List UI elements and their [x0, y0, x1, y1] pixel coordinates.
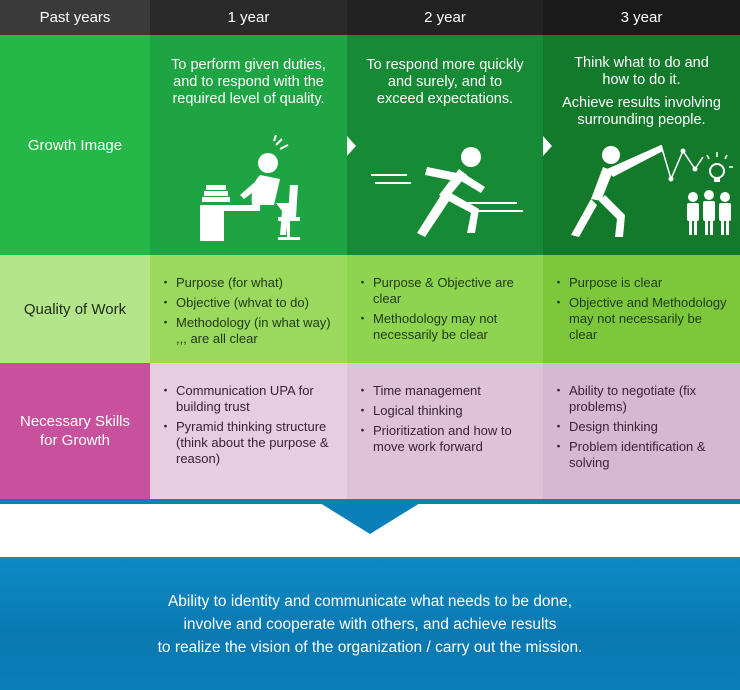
row-label-growth-image: Growth Image: [0, 35, 150, 255]
list-item: Objective (whvat to do): [159, 295, 337, 311]
down-chevron-icon: [320, 503, 420, 534]
growth-2-line-2: and surely, and to: [387, 74, 503, 90]
row-label-quality-of-work: Quality of Work: [0, 255, 150, 363]
header-3-year: 3 year: [543, 0, 740, 35]
header-2-year-label: 2 year: [424, 9, 466, 26]
growth-1-line-3: required level of quality.: [172, 91, 325, 107]
header-3-year-label: 3 year: [620, 9, 663, 26]
header-past-years: Past years: [0, 0, 150, 35]
quality-of-work-label: Quality of Work: [23, 300, 127, 318]
conclusion-line-2: involve and cooperate with others, and a…: [183, 616, 557, 633]
list-item: Methodology (in what way) ,,, are all cl…: [159, 315, 337, 347]
skills-list-2-year: Time management Logical thinking Priorit…: [356, 383, 533, 455]
list-item: Pyramid thinking structure (think about …: [159, 419, 337, 467]
growth-text-1-year: To perform given duties, and to respond …: [150, 57, 347, 108]
skills-cell-2-year: Time management Logical thinking Priorit…: [347, 363, 543, 499]
growth-3-line-3: Achieve results involving: [562, 95, 721, 111]
growth-3-line-1: Think what to do and: [574, 55, 709, 71]
list-item: Ability to negotiate (fix problems): [552, 383, 730, 415]
running-man-icon: [371, 147, 523, 237]
header-past-label: Past years: [39, 9, 111, 26]
header-2-year: 2 year: [347, 0, 543, 35]
presenter-team-icon: [571, 144, 733, 237]
list-item: Purpose (for what): [159, 275, 337, 291]
list-item: Prioritization and how to move work forw…: [356, 423, 533, 455]
growth-cell-2-year: To respond more quickly and surely, and …: [347, 35, 543, 255]
arrow-right-icon: [543, 136, 552, 156]
skills-cell-1-year: Communication UPA for building trust Pyr…: [150, 363, 347, 499]
skills-label-line-2: for Growth: [39, 432, 111, 449]
lightbulb-icon: [706, 152, 733, 182]
list-item: Purpose & Objective are clear: [356, 275, 533, 307]
list-item: Problem identification & solving: [552, 439, 730, 471]
list-item: Logical thinking: [356, 403, 533, 419]
growth-2-line-1: To respond more quickly: [366, 57, 524, 73]
desk-worker-icon: [200, 135, 300, 241]
skills-cell-3-year: Ability to negotiate (fix problems) Desi…: [543, 363, 740, 499]
list-item: Communication UPA for building trust: [159, 383, 337, 415]
skills-list-1-year: Communication UPA for building trust Pyr…: [159, 383, 337, 467]
quality-cell-1-year: Purpose (for what) Objective (whvat to d…: [150, 255, 347, 363]
list-item: Time management: [356, 383, 533, 399]
growth-1-line-1: To perform given duties,: [171, 57, 326, 73]
growth-text-2-year: To respond more quickly and surely, and …: [347, 57, 543, 108]
growth-3-line-2: how to do it.: [602, 72, 681, 88]
quality-list-3-year: Purpose is clear Objective and Methodolo…: [552, 275, 730, 343]
quality-list-2-year: Purpose & Objective are clear Methodolog…: [356, 275, 533, 343]
growth-3-line-4: surrounding people.: [577, 112, 706, 128]
quality-cell-3-year: Purpose is clear Objective and Methodolo…: [543, 255, 740, 363]
header-1-year: 1 year: [150, 0, 347, 35]
header-1-year-label: 1 year: [227, 9, 270, 26]
row-label-necessary-skills: Necessary Skills for Growth: [0, 363, 150, 499]
growth-image-label: Growth Image: [27, 136, 123, 154]
growth-1-line-2: and to respond with the: [173, 74, 324, 90]
quality-list-1-year: Purpose (for what) Objective (whvat to d…: [159, 275, 337, 347]
list-item: Purpose is clear: [552, 275, 730, 291]
conclusion-line-1: Ability to identity and communicate what…: [167, 593, 573, 610]
quality-cell-2-year: Purpose & Objective are clear Methodolog…: [347, 255, 543, 363]
list-item: Methodology may not necessarily be clear: [356, 311, 533, 343]
list-item: Objective and Methodology may not necess…: [552, 295, 730, 343]
conclusion-text: Ability to identity and communicate what…: [0, 590, 740, 659]
list-item: Design thinking: [552, 419, 730, 435]
growth-cell-1-year: To perform given duties, and to respond …: [150, 35, 347, 255]
skills-list-3-year: Ability to negotiate (fix problems) Desi…: [552, 383, 730, 471]
growth-2-line-3: exceed expectations.: [376, 91, 514, 107]
arrow-right-icon: [347, 136, 356, 156]
conclusion-bar: [0, 557, 740, 690]
conclusion-line-3: to realize the vision of the organizatio…: [157, 639, 583, 656]
section-divider: [0, 499, 740, 504]
skills-label-line-1: Necessary Skills: [19, 413, 131, 430]
